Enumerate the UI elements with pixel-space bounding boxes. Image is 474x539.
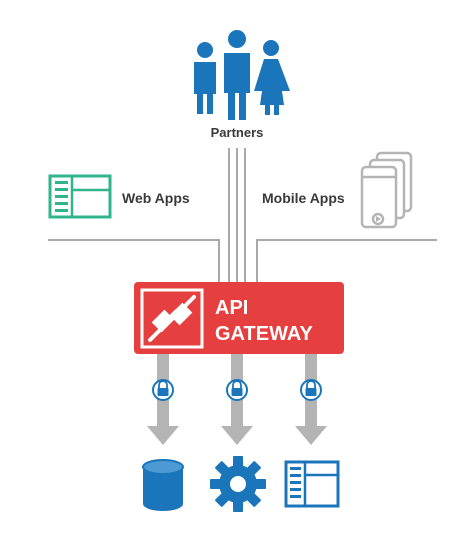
partners-label: Partners <box>211 125 264 140</box>
api-gateway-box: API GATEWAY <box>134 282 344 354</box>
browser-window-icon <box>48 174 112 219</box>
gateway-label-line1: API <box>215 297 248 319</box>
gear-icon <box>210 456 266 512</box>
lock-icon <box>152 379 174 401</box>
app-window-icon <box>284 460 340 508</box>
lock-icon <box>226 379 248 401</box>
secure-arrow-2 <box>221 354 253 445</box>
web-apps-label: Web Apps <box>122 190 190 206</box>
gateway-label-line2: GATEWAY <box>215 323 313 345</box>
mobile-devices-icon <box>360 151 413 229</box>
plug-connector-icon <box>140 288 204 349</box>
secure-arrow-3 <box>295 354 327 445</box>
mobile-apps-label: Mobile Apps <box>262 190 345 206</box>
connector-lines <box>48 148 437 282</box>
secure-arrow-1 <box>147 354 179 445</box>
people-group-icon <box>194 30 290 120</box>
lock-icon <box>300 379 322 401</box>
database-icon <box>142 459 184 511</box>
